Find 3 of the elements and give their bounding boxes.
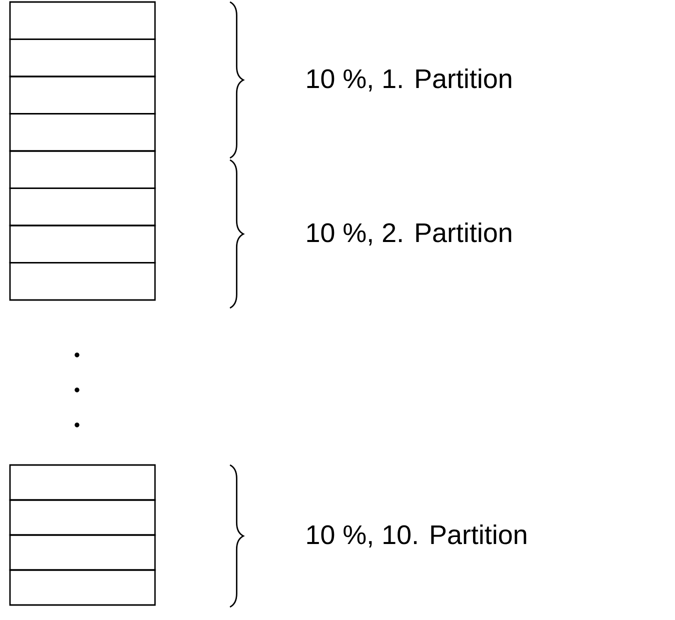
partition-label: 10 %, 10. Partition — [307, 524, 526, 548]
partition-label: 10 %, 2. Partition — [307, 222, 512, 246]
partition-label: 10 %, 1. Partition — [307, 68, 512, 92]
